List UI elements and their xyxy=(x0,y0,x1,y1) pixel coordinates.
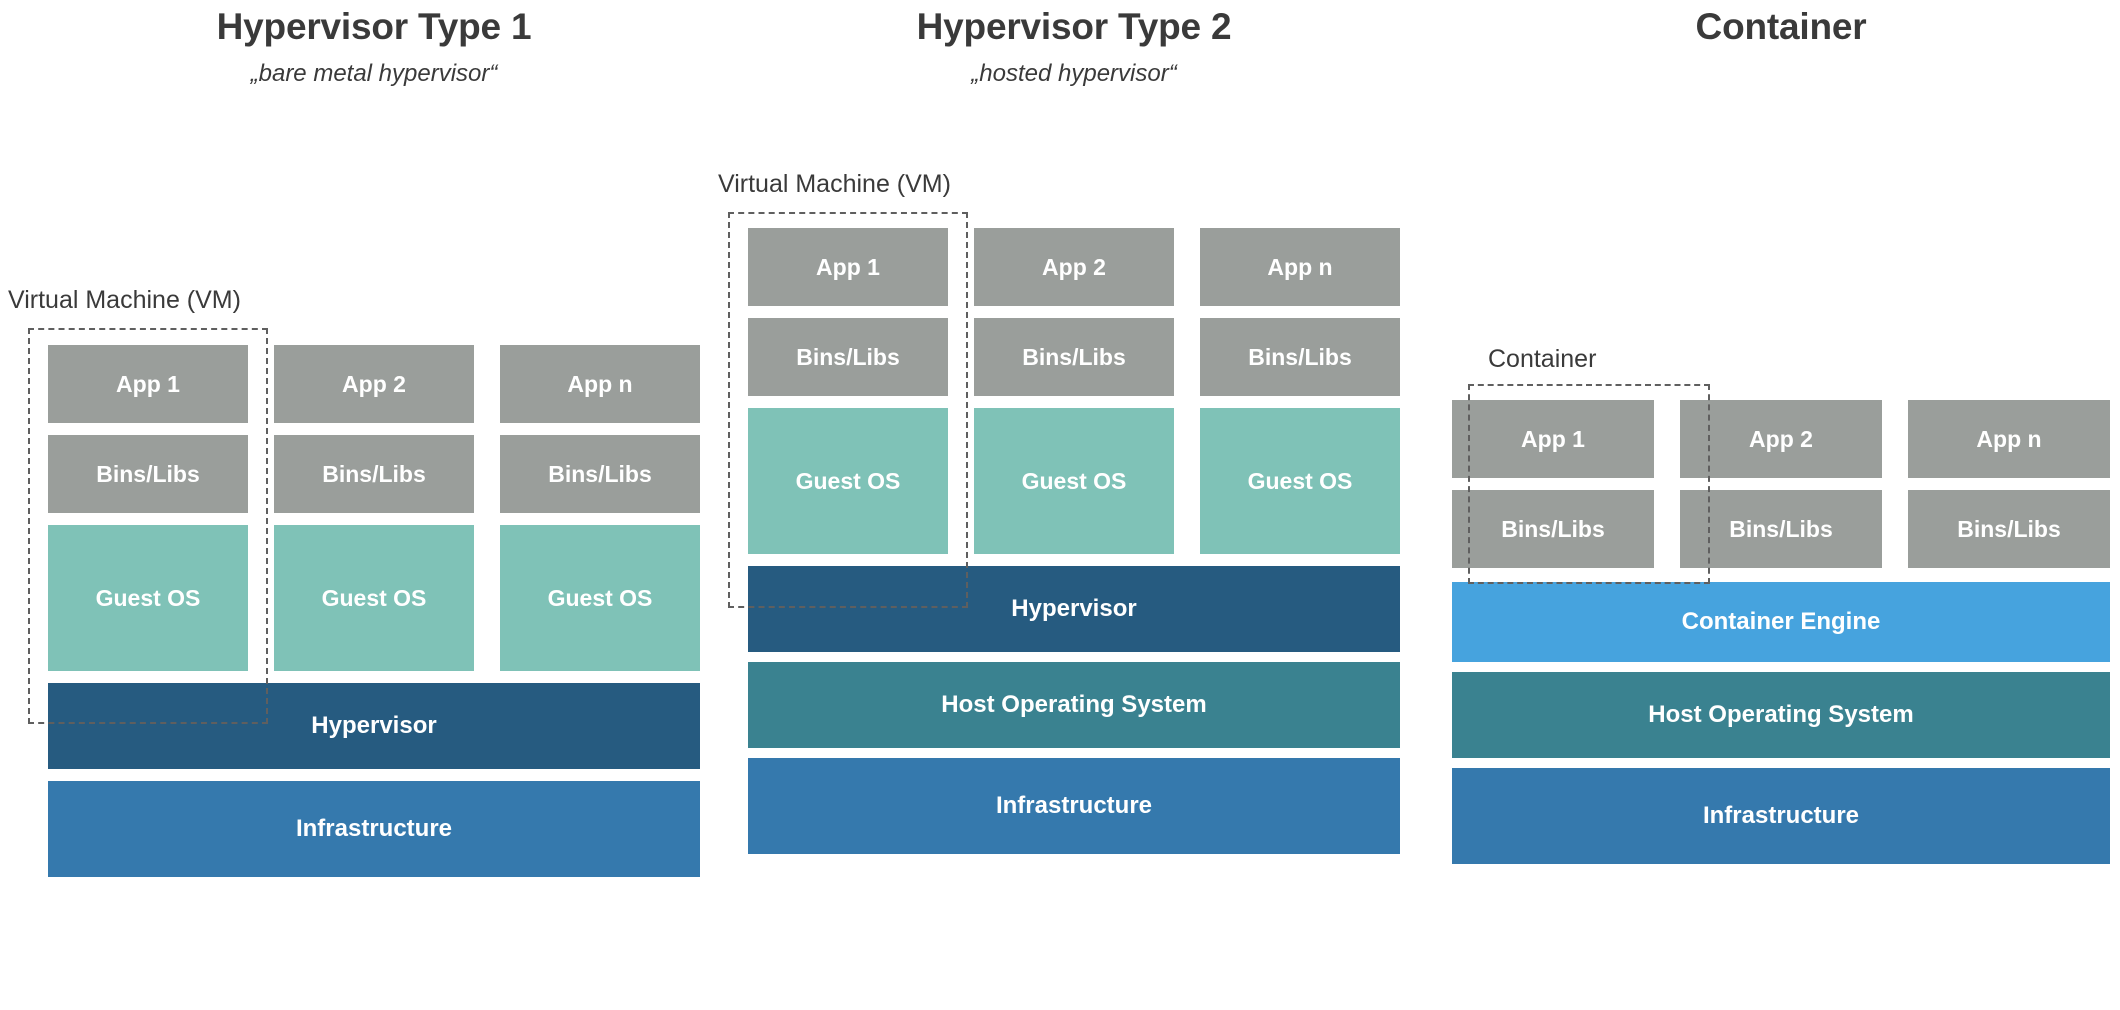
block-bins-libs[interactable]: Bins/Libs xyxy=(48,435,248,513)
column-heading-hypervisor-type-1: Hypervisor Type 1 „bare metal hypervisor… xyxy=(48,6,700,87)
column-hypervisor-type-1: App 1 Bins/Libs Guest OS App 2 Bins/Libs… xyxy=(48,345,700,877)
block-bins-libs[interactable]: Bins/Libs xyxy=(500,435,700,513)
bar-infrastructure[interactable]: Infrastructure xyxy=(1452,768,2110,864)
block-guest-os[interactable]: Guest OS xyxy=(748,408,948,554)
block-bins-libs[interactable]: Bins/Libs xyxy=(748,318,948,396)
group-label-virtual-machine-col1: Virtual Machine (VM) xyxy=(8,286,241,314)
block-app[interactable]: App n xyxy=(500,345,700,423)
column-heading-container: Container xyxy=(1452,6,2110,61)
page-title-hypervisor-type-1: Hypervisor Type 1 xyxy=(216,6,532,47)
page-subtitle-hypervisor-type-1: „bare metal hypervisor“ xyxy=(250,59,498,87)
column-container: App 1 Bins/Libs App 2 Bins/Libs App n Bi… xyxy=(1452,400,2110,864)
stack-app1-col1: App 1 Bins/Libs Guest OS xyxy=(48,345,248,671)
stack-appn-col1: App n Bins/Libs Guest OS xyxy=(500,345,700,671)
block-app[interactable]: App n xyxy=(1908,400,2110,478)
card-row-col1: App 1 Bins/Libs Guest OS App 2 Bins/Libs… xyxy=(48,345,700,671)
group-label-virtual-machine-col2: Virtual Machine (VM) xyxy=(718,170,951,198)
stack-app2-col2: App 2 Bins/Libs Guest OS xyxy=(974,228,1174,554)
column-hypervisor-type-2: App 1 Bins/Libs Guest OS App 2 Bins/Libs… xyxy=(748,228,1400,854)
stack-app1-col2: App 1 Bins/Libs Guest OS xyxy=(748,228,948,554)
block-guest-os[interactable]: Guest OS xyxy=(274,525,474,671)
block-app[interactable]: App 2 xyxy=(974,228,1174,306)
stack-app2-col3: App 2 Bins/Libs xyxy=(1680,400,1882,568)
card-row-col3: App 1 Bins/Libs App 2 Bins/Libs App n Bi… xyxy=(1452,400,2110,568)
page-subtitle-hypervisor-type-2: „hosted hypervisor“ xyxy=(971,59,1177,87)
page-title-hypervisor-type-2: Hypervisor Type 2 xyxy=(916,6,1232,47)
block-guest-os[interactable]: Guest OS xyxy=(48,525,248,671)
block-bins-libs[interactable]: Bins/Libs xyxy=(1680,490,1882,568)
page-title-container: Container xyxy=(1695,6,1867,47)
bar-infrastructure[interactable]: Infrastructure xyxy=(748,758,1400,854)
block-guest-os[interactable]: Guest OS xyxy=(974,408,1174,554)
card-row-col2: App 1 Bins/Libs Guest OS App 2 Bins/Libs… xyxy=(748,228,1400,554)
stack-app1-col3: App 1 Bins/Libs xyxy=(1452,400,1654,568)
block-bins-libs[interactable]: Bins/Libs xyxy=(274,435,474,513)
stack-appn-col2: App n Bins/Libs Guest OS xyxy=(1200,228,1400,554)
block-app[interactable]: App n xyxy=(1200,228,1400,306)
block-app[interactable]: App 1 xyxy=(748,228,948,306)
bar-container-engine[interactable]: Container Engine xyxy=(1452,582,2110,662)
column-heading-hypervisor-type-2: Hypervisor Type 2 „hosted hypervisor“ xyxy=(748,6,1400,87)
block-bins-libs[interactable]: Bins/Libs xyxy=(1908,490,2110,568)
bar-infrastructure[interactable]: Infrastructure xyxy=(48,781,700,877)
stack-appn-col3: App n Bins/Libs xyxy=(1908,400,2110,568)
block-guest-os[interactable]: Guest OS xyxy=(1200,408,1400,554)
block-app[interactable]: App 2 xyxy=(274,345,474,423)
block-app[interactable]: App 1 xyxy=(48,345,248,423)
stack-app2-col1: App 2 Bins/Libs Guest OS xyxy=(274,345,474,671)
block-bins-libs[interactable]: Bins/Libs xyxy=(1200,318,1400,396)
bar-host-operating-system[interactable]: Host Operating System xyxy=(1452,672,2110,758)
group-label-container-col3: Container xyxy=(1488,345,1597,373)
block-app[interactable]: App 2 xyxy=(1680,400,1882,478)
bar-hypervisor[interactable]: Hypervisor xyxy=(48,683,700,769)
block-app[interactable]: App 1 xyxy=(1452,400,1654,478)
bar-hypervisor[interactable]: Hypervisor xyxy=(748,566,1400,652)
block-bins-libs[interactable]: Bins/Libs xyxy=(1452,490,1654,568)
bar-host-operating-system[interactable]: Host Operating System xyxy=(748,662,1400,748)
block-bins-libs[interactable]: Bins/Libs xyxy=(974,318,1174,396)
block-guest-os[interactable]: Guest OS xyxy=(500,525,700,671)
